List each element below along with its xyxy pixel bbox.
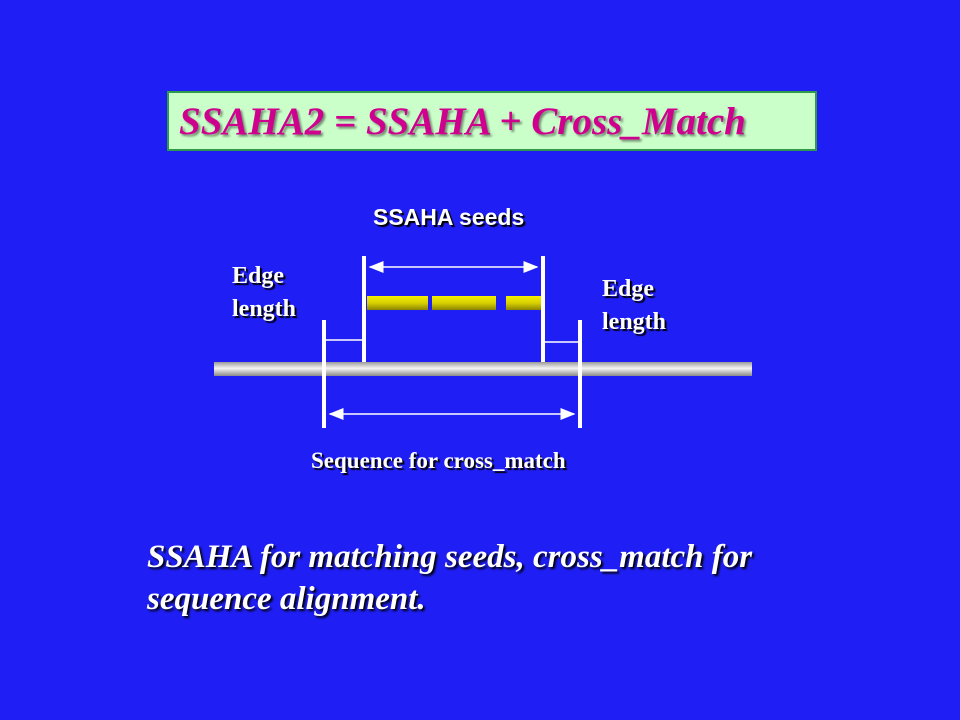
title-box: SSAHA2 = SSAHA + Cross_Match (167, 91, 817, 151)
edge-length-right-label: Edge length (602, 273, 666, 339)
cross-match-start-marker (322, 320, 326, 428)
slide-title: SSAHA2 = SSAHA + Cross_Match (179, 100, 746, 143)
edge-right-line2: length (602, 309, 667, 335)
cross-match-sequence-label: Sequence for cross_match (311, 448, 566, 473)
caption-line1: SSAHA for matching seeds, cross_match fo… (147, 539, 753, 575)
seeds-label: SSAHA seeds (373, 204, 525, 230)
edge-right-line1: Edge (602, 276, 655, 302)
edge-left-line1: Edge (232, 263, 285, 289)
seed-start-marker (362, 256, 366, 362)
caption-line2: sequence alignment. (147, 581, 426, 617)
seed-segment (367, 296, 428, 310)
cross-match-end-marker (578, 320, 582, 428)
seed-segment (506, 296, 544, 310)
edge-length-left-label: Edge length (232, 260, 296, 326)
seed-segment (432, 296, 496, 310)
seed-end-marker (541, 256, 545, 362)
edge-left-line2: length (232, 296, 297, 322)
reference-sequence-bar (214, 362, 752, 376)
caption: SSAHA for matching seeds, cross_match fo… (147, 536, 867, 620)
